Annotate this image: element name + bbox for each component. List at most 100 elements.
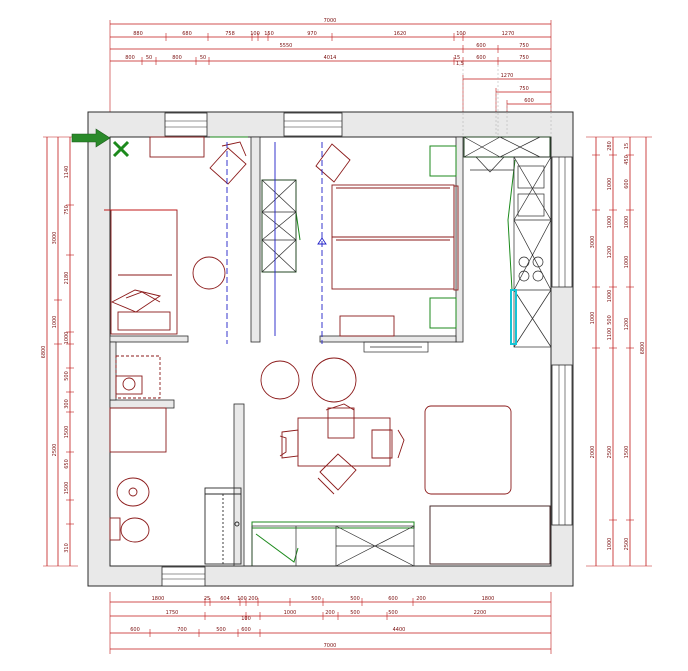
wardrobe — [149, 136, 205, 158]
desk — [339, 315, 395, 337]
dim-label: 500 — [350, 596, 360, 602]
dim-label: 100 — [241, 616, 251, 622]
window — [283, 112, 343, 137]
dim-label: 700 — [177, 627, 187, 633]
dim-label: 1000 — [64, 332, 70, 345]
ottoman — [260, 360, 300, 400]
kitchen-lower — [251, 341, 551, 567]
dresser — [261, 179, 297, 273]
dim-label: 1800 — [152, 596, 165, 602]
green-elements — [210, 136, 551, 566]
dim-label: 200 — [248, 596, 258, 602]
dim-label: 600 — [476, 43, 486, 49]
window — [551, 364, 573, 526]
dim-label: 100 — [250, 31, 260, 37]
dim-label: 100 — [237, 596, 247, 602]
bottom-dimension-chains — [109, 592, 552, 654]
dim-label: 1100 — [607, 328, 613, 341]
dim-label: 50 — [200, 55, 206, 61]
dim-label: 600 — [476, 55, 486, 61]
dim-label: 2500 — [607, 446, 613, 459]
dim-label: 1000 — [590, 312, 596, 325]
dim-label: 5550 — [280, 43, 293, 49]
dim-label: 680 — [182, 31, 192, 37]
dim-label: 200 — [416, 596, 426, 602]
dim-label: 25 — [204, 596, 210, 602]
dim-label: 1000 — [607, 216, 613, 229]
sofa — [424, 405, 512, 495]
dim-label: 500 — [607, 315, 613, 325]
dim-label: 300 — [64, 399, 70, 409]
dim-label: 600 — [241, 627, 251, 633]
dim-label: 800 — [172, 55, 182, 61]
dim-label: 2500 — [52, 444, 58, 457]
dim-label: 500 — [64, 371, 70, 381]
top-dimension-labels: 7000 880 680 758 100 150 970 1620 100 12… — [125, 18, 534, 104]
dim-label: 280 — [607, 141, 613, 151]
dim-label: 150 — [264, 31, 274, 37]
round-table — [192, 256, 226, 290]
dim-label: 1000 — [607, 538, 613, 551]
dim-label: 1750 — [166, 610, 179, 616]
x-mark-icon — [112, 140, 130, 158]
dim-label: 1,5 — [456, 61, 464, 67]
cyan-panel — [510, 289, 517, 345]
window — [161, 566, 206, 587]
dim-label: 600 — [624, 179, 630, 189]
dim-label: 1620 — [394, 31, 407, 37]
dim-label: 2000 — [590, 446, 596, 459]
dim-label: 604 — [220, 596, 230, 602]
dim-label: 800 — [125, 55, 135, 61]
dim-label: 2200 — [474, 610, 487, 616]
guide-lines — [462, 65, 552, 137]
dim-label: 1000 — [607, 290, 613, 303]
dim-label: 1000 — [52, 316, 58, 329]
dim-label: 15 — [624, 143, 630, 149]
dim-label: 7000 — [324, 643, 337, 649]
left-dimension-chains — [43, 136, 78, 567]
dim-label: 1000 — [624, 256, 630, 269]
right-dimension-labels: 6800 3000 1000 2000 280 1000 1000 1200 1… — [590, 141, 646, 550]
sink — [120, 517, 150, 543]
toilet — [116, 477, 150, 507]
dim-label: 200 — [325, 610, 335, 616]
dim-label: 6800 — [640, 342, 646, 355]
dim-label: 3000 — [590, 236, 596, 249]
window — [551, 156, 573, 288]
dim-label: 1200 — [607, 246, 613, 259]
dim-label: 15 — [454, 55, 460, 61]
dim-label: 50 — [146, 55, 152, 61]
dim-label: 100 — [456, 31, 466, 37]
dim-label: 600 — [388, 596, 398, 602]
axis-lines — [226, 142, 327, 344]
dim-label: 3000 — [52, 232, 58, 245]
dim-label: 1140 — [64, 166, 70, 179]
dim-label: 500 — [388, 610, 398, 616]
dim-label: 2180 — [64, 272, 70, 285]
dim-label: 1500 — [624, 446, 630, 459]
dim-label: 310 — [64, 543, 70, 553]
entry-arrow-icon — [71, 128, 111, 148]
dim-label: 1800 — [482, 596, 495, 602]
dim-label: 880 — [133, 31, 143, 37]
dim-label: 500 — [350, 610, 360, 616]
shower — [115, 355, 161, 399]
kitchen-units — [463, 136, 552, 348]
bed — [110, 209, 178, 335]
dim-label: 1200 — [624, 318, 630, 331]
dim-label: 600 — [524, 98, 534, 104]
dim-label: 758 — [225, 31, 235, 37]
dim-label: 1270 — [501, 73, 514, 79]
dim-label: 650 — [64, 459, 70, 469]
dim-label: 750 — [64, 205, 70, 215]
bottom-dimension-labels: 1800 25 604 100 200 500 500 600 200 1800… — [130, 596, 494, 649]
dim-label: 1500 — [64, 482, 70, 495]
furniture — [104, 136, 551, 565]
kitchen-counter — [429, 505, 551, 565]
top-dimension-chains — [109, 20, 552, 113]
dim-label: 1000 — [607, 178, 613, 191]
dim-label: 1270 — [502, 31, 515, 37]
right-dimension-chains — [586, 136, 652, 567]
